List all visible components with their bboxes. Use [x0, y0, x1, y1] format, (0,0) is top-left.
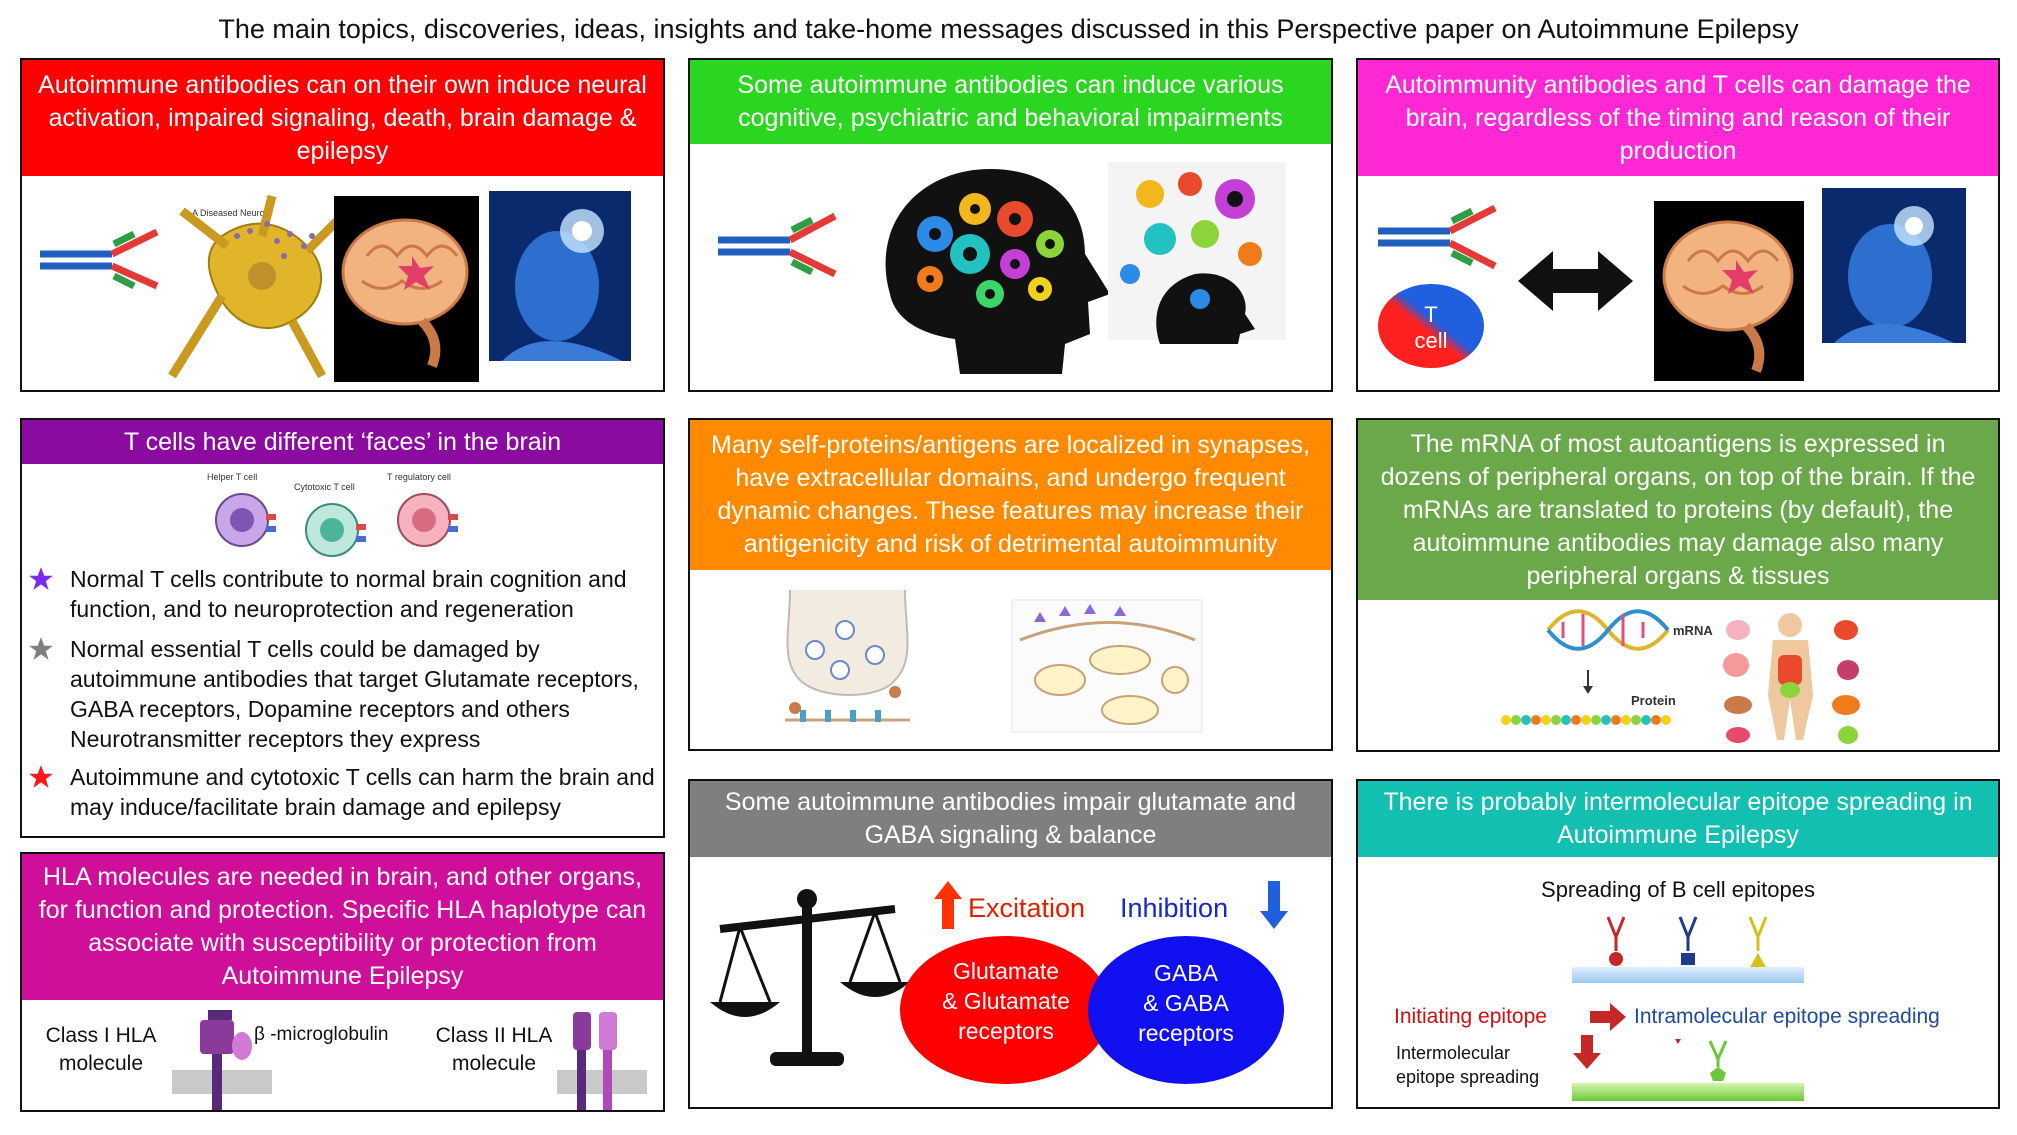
helper-t-cell-icon: Helper T cell	[207, 472, 276, 547]
panel-synaptic-self-proteins: Many self-proteins/antigens are localize…	[688, 418, 1333, 751]
t-cell-icon: T cell	[1378, 284, 1484, 368]
protein-label: Protein	[1631, 693, 1676, 708]
brain-icon	[334, 196, 479, 382]
brain-icon	[1654, 201, 1804, 381]
excitation-label: Excitation	[968, 893, 1085, 923]
down-arrow-icon	[1573, 1035, 1601, 1069]
protein-bar-green	[1572, 1083, 1804, 1101]
panel-tcell-faces: T cells have different ‘faces’ in the br…	[20, 418, 665, 838]
neuron-label: A Diseased Neuron	[192, 208, 270, 218]
regulatory-t-cell-icon: T regulatory cell	[387, 472, 458, 547]
panel-hla-molecules: HLA molecules are needed in brain, and o…	[20, 852, 665, 1112]
mrna-label: mRNA	[1673, 623, 1713, 638]
colorful-head-gears-icon	[1108, 162, 1286, 344]
panel-header: T cells have different ‘faces’ in the br…	[22, 420, 663, 464]
inhibition-label: Inhibition	[1120, 893, 1228, 923]
purple-star-icon	[29, 567, 53, 590]
headache-person-icon	[489, 191, 631, 361]
red-star-icon	[29, 765, 53, 788]
red-epitope-antibody-icon	[1606, 916, 1626, 966]
glutamate-ellipse	[900, 936, 1110, 1084]
human-organs-icon	[1723, 613, 1860, 744]
green-epitope-antibody-icon	[1708, 1040, 1728, 1081]
class-i-hla-icon	[172, 1010, 272, 1110]
bullet-text: Normal T cells contribute to normal brai…	[70, 566, 627, 622]
gaba-label-line2: & GABA	[1143, 990, 1229, 1016]
t-cell-label-line2: cell	[1414, 328, 1447, 353]
excitation-up-arrow-icon	[934, 881, 962, 929]
antibody-icon	[718, 212, 837, 278]
balance-scale-icon	[710, 889, 910, 1066]
glutamate-label-line2: & Glutamate	[942, 988, 1070, 1014]
blue-epitope-antibody-icon	[1678, 916, 1698, 965]
beta-microglobulin-label: β -microglobulin	[254, 1024, 389, 1045]
panel-antibodies-induce-epilepsy: Autoimmune antibodies can on their own i…	[20, 58, 665, 392]
neuron-icon: A Diseased Neuron	[168, 194, 346, 379]
helper-t-cell-label: Helper T cell	[207, 472, 257, 482]
cytotoxic-t-cell-label: Cytotoxic T cell	[294, 482, 355, 492]
panel-header: The mRNA of most autoantigens is express…	[1358, 420, 1998, 600]
gaba-label-line3: receptors	[1138, 1020, 1234, 1046]
panel-illustrations: T cell	[1378, 188, 1966, 381]
panel-illustrations: Excitation Inhibition Glutamate & Glutam…	[710, 881, 1288, 1084]
panel-header: Autoimmunity antibodies and T cells can …	[1358, 60, 1998, 176]
head-gears-icon	[885, 169, 1110, 374]
bullet-text: Autoimmune and cytotoxic T cells can har…	[70, 764, 655, 820]
glutamate-label-line1: Glutamate	[953, 958, 1059, 984]
intermolecular-label-line2: epitope spreading	[1396, 1067, 1539, 1087]
antibody-icon	[40, 228, 159, 290]
panel-header: Some autoimmune antibodies impair glutam…	[690, 781, 1331, 857]
mrna-to-protein-icon: mRNA Protein	[1501, 609, 1713, 725]
double-arrow-icon	[1518, 251, 1633, 311]
panel-illustrations: A Diseased Neuron	[40, 191, 631, 382]
panel-illustrations	[718, 162, 1286, 374]
yellow-epitope-antibody-icon	[1748, 916, 1768, 967]
intramolecular-label: Intramolecular epitope spreading	[1634, 1005, 1940, 1028]
panel-illustrations: mRNA Protein	[1501, 609, 1860, 744]
epitope-spreading-diagram: Initiating epitope Intramolecular epitop…	[1394, 916, 1940, 1101]
headache-person-icon	[1822, 188, 1966, 343]
bullet-text: Normal essential T cells could be damage…	[70, 636, 639, 752]
gaba-label-line1: GABA	[1154, 960, 1219, 986]
right-arrow-icon	[1590, 1003, 1626, 1031]
panel-header: Many self-proteins/antigens are localize…	[690, 420, 1331, 570]
panel-illustrations	[785, 589, 1203, 733]
antibody-icon	[1378, 204, 1497, 270]
panel-peripheral-mrna: The mRNA of most autoantigens is express…	[1356, 418, 2000, 752]
page-title: The main topics, discoveries, ideas, ins…	[218, 14, 1799, 44]
panel-glutamate-gaba-balance: Some autoimmune antibodies impair glutam…	[688, 779, 1333, 1109]
small-marker-icon	[1675, 1039, 1681, 1044]
gaba-ellipse	[1088, 936, 1284, 1084]
initiating-epitope-label: Initiating epitope	[1394, 1005, 1547, 1028]
intermolecular-label-line1: Intermolecular	[1396, 1043, 1510, 1063]
synapse-icon	[785, 589, 910, 722]
panel-cognitive-impairments: Some autoimmune antibodies can induce va…	[688, 58, 1333, 392]
gray-star-icon	[29, 637, 53, 660]
receptor-trafficking-icon	[1011, 599, 1203, 733]
panel-epitope-spreading: There is probably intermolecular epitope…	[1356, 779, 2000, 1109]
panel-antibodies-tcells-damage: Autoimmunity antibodies and T cells can …	[1356, 58, 2000, 392]
cytotoxic-t-cell-icon: Cytotoxic T cell	[294, 482, 366, 557]
panel-header: There is probably intermolecular epitope…	[1358, 781, 1998, 857]
panel-header: Some autoimmune antibodies can induce va…	[690, 60, 1331, 144]
protein-bar-blue	[1572, 967, 1804, 983]
panel-header: HLA molecules are needed in brain, and o…	[22, 854, 663, 1000]
regulatory-t-cell-label: T regulatory cell	[387, 472, 451, 482]
spreading-title: Spreading of B cell epitopes	[1541, 877, 1815, 902]
inhibition-down-arrow-icon	[1260, 881, 1288, 929]
tcell-types-illustration: Helper T cell Cytotoxic T cell T regulat…	[207, 472, 458, 557]
panel-header: Autoimmune antibodies can on their own i…	[22, 60, 663, 176]
glutamate-label-line3: receptors	[958, 1018, 1054, 1044]
class-ii-hla-icon	[557, 1012, 647, 1110]
t-cell-label-line1: T	[1424, 302, 1437, 327]
